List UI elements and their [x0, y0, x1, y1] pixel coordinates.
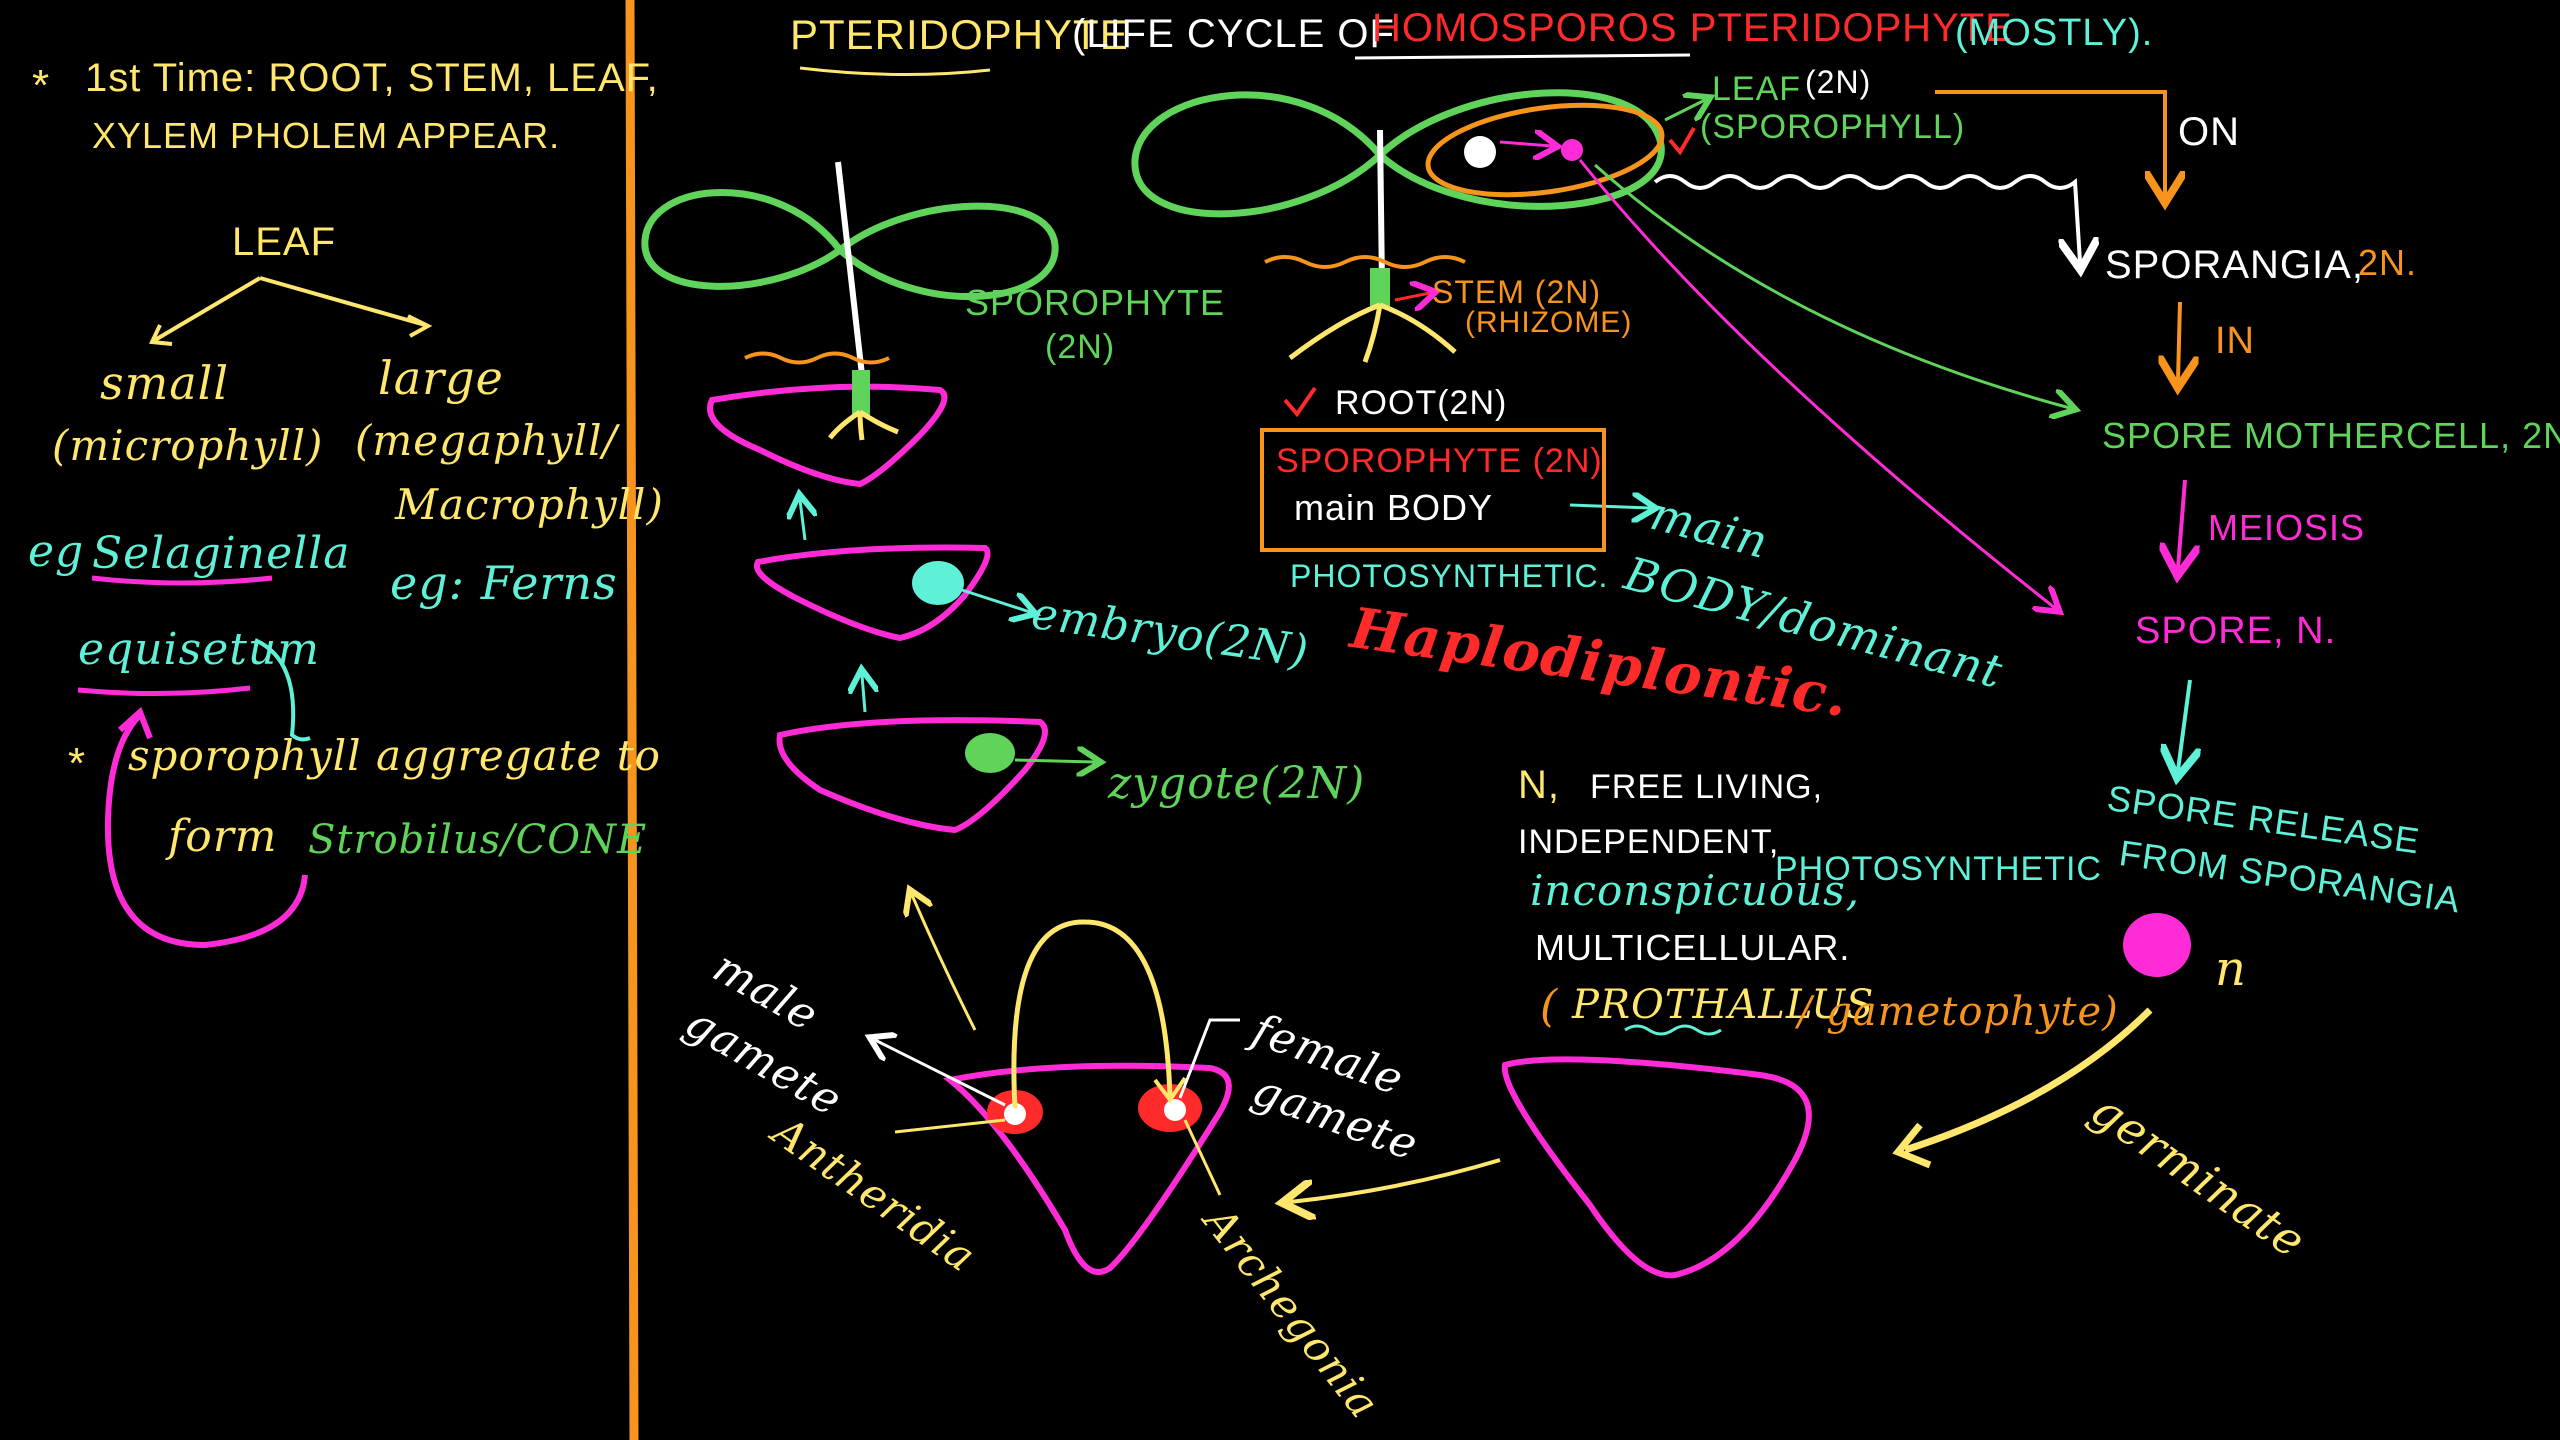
in-label: IN	[2215, 320, 2255, 362]
spore-label: SPORE, N.	[2135, 610, 2337, 652]
sporangia-ploidy: 2N.	[2358, 242, 2418, 283]
young-sporophyte-stem	[835, 161, 865, 376]
first-time-line-1: 1st Time: ROOT, STEM, LEAF,	[85, 56, 659, 100]
germinate-arrow	[1903, 1007, 2153, 1154]
young-sporophyte-leaf	[641, 189, 1059, 300]
life-cycle-of: (LIFE CYCLE OF	[1072, 12, 1395, 56]
inconspicuous-label: inconspicuous,	[1530, 866, 1861, 915]
antheridia-pointer	[894, 1118, 1006, 1134]
independent-label: INDEPENDENT,	[1518, 823, 1780, 861]
embryo	[912, 561, 964, 605]
male-gamete-pointer	[875, 1040, 1006, 1107]
zygote-gametophyte	[776, 717, 1048, 834]
selaginella-underline	[91, 575, 273, 586]
to-spore-arrow	[1578, 159, 2055, 608]
young-sporophyte-label: SPOROPHYTE	[965, 282, 1226, 323]
spore-mothercell-label: SPORE MOTHERCELL, 2N.	[2102, 415, 2560, 456]
sporangium-white	[1464, 136, 1496, 168]
star-bullet-1: *	[32, 61, 51, 110]
multicellular-label: MULTICELLULAR.	[1535, 927, 1851, 968]
free-living-label: FREE LIVING,	[1590, 768, 1824, 806]
prothallus-label: PROTHALLUS	[1572, 982, 1875, 1028]
female-gamete-pointer	[1178, 1018, 1240, 1099]
ferns-example: eg: Ferns	[390, 556, 618, 610]
release-arrow	[2178, 679, 2190, 770]
sporophyll-aggregate: sporophyll aggregate to	[128, 731, 661, 780]
leaf-heading: LEAF	[232, 220, 337, 264]
leaf-pointer-tick	[1668, 126, 1696, 156]
photosynthetic-gametophyte-label: PHOTOSYNTHETIC	[1775, 850, 2102, 888]
macrophyll-label: Macrophyll)	[395, 480, 664, 529]
spore-n-label: n	[2215, 941, 2247, 997]
young-sporophyte-ploidy: (2N)	[1045, 328, 1116, 366]
star-bullet-2: *	[68, 739, 87, 788]
on-arrow	[1935, 90, 2165, 195]
sporangia-label: SPORANGIA,	[2105, 243, 2364, 287]
photosynthetic-label: PHOTOSYNTHETIC.	[1290, 558, 1609, 594]
embryo-to-sporeling-arrow	[800, 500, 805, 541]
embryo-gametophyte	[753, 544, 991, 642]
n-label: N,	[1518, 763, 1560, 807]
prothallus-underline	[1624, 1024, 1722, 1036]
to-mothercell-arrow	[1594, 163, 2070, 408]
title-underline	[799, 66, 991, 77]
released-spore	[2123, 913, 2191, 977]
first-time-line-2: XYLEM PHOLEM APPEAR.	[92, 115, 561, 156]
root-tick	[1283, 386, 1317, 418]
selaginella-label: Selaginella	[92, 528, 351, 579]
to-sporangia-arrow	[1653, 174, 2080, 262]
soil-line	[1264, 255, 1466, 269]
loop-arrow	[104, 712, 308, 949]
equisetum-underline	[77, 685, 251, 697]
zygote-to-embryo-arrow	[862, 675, 865, 713]
small-label: small	[100, 356, 230, 410]
on-label: ON	[2178, 110, 2240, 154]
bracket-to-ferns	[254, 638, 311, 742]
leaf-label: LEAF	[1712, 70, 1802, 108]
prothallus	[1501, 1056, 1812, 1279]
microphyll-label: (microphyll)	[52, 421, 324, 470]
leaf-ploidy: (2N)	[1805, 64, 1872, 100]
in-arrow	[2178, 301, 2180, 380]
sporophyte-box-title: SPOROPHYTE (2N)	[1276, 442, 1603, 480]
form-label: form	[168, 811, 278, 862]
sporophyll-label: (SPOROPHYLL)	[1700, 108, 1966, 146]
young-gametophyte	[707, 383, 948, 488]
sporophyte-main-body-box	[1260, 428, 1606, 552]
meiosis-arrow	[2178, 479, 2185, 568]
to-zygote-arrow	[912, 895, 977, 1031]
zygote-label: zygote(2N)	[1108, 758, 1366, 809]
mature-gametophyte	[943, 1062, 1232, 1275]
sporophyll-oval	[1425, 102, 1665, 198]
meiosis-label: MEIOSIS	[2208, 507, 2366, 548]
eg-small-prefix: eg	[28, 526, 85, 577]
root-label: ROOT(2N)	[1335, 384, 1508, 422]
to-mature-gametophyte-arrow	[1290, 1158, 1501, 1202]
archegonia-pointer	[1183, 1119, 1222, 1196]
panel-divider	[625, 0, 639, 1440]
equisetum-label: equisetum	[78, 624, 320, 675]
gametophyte-label: / gametophyte)	[1798, 989, 2119, 1035]
sporophyte-box-subtitle: main BODY	[1294, 487, 1494, 528]
fertilization-loop	[1011, 919, 1173, 1109]
prothallus-open-paren: (	[1540, 981, 1559, 1032]
sporophyte-roots	[1288, 302, 1457, 363]
sporangium-pink	[1561, 139, 1583, 161]
large-label: large	[378, 351, 504, 405]
mostly-label: (MOSTLY).	[1955, 12, 2154, 54]
main-body-arrow	[1569, 505, 1650, 508]
zygote	[965, 733, 1015, 773]
rhizome-label: (RHIZOME)	[1465, 306, 1633, 339]
strobilus-label: Strobilus/CONE	[308, 817, 648, 863]
stem-label: STEM (2N)	[1432, 274, 1601, 310]
rhizome-segment	[1370, 268, 1390, 306]
diagram-title: PTERIDOPHYTE	[790, 11, 1129, 58]
leaf-branch-arrows	[153, 276, 426, 342]
megaphyll-label: (megaphyll/	[355, 416, 618, 465]
homosporous-label: HOMOSPOROS PTERIDOPHYTE	[1372, 6, 2013, 50]
